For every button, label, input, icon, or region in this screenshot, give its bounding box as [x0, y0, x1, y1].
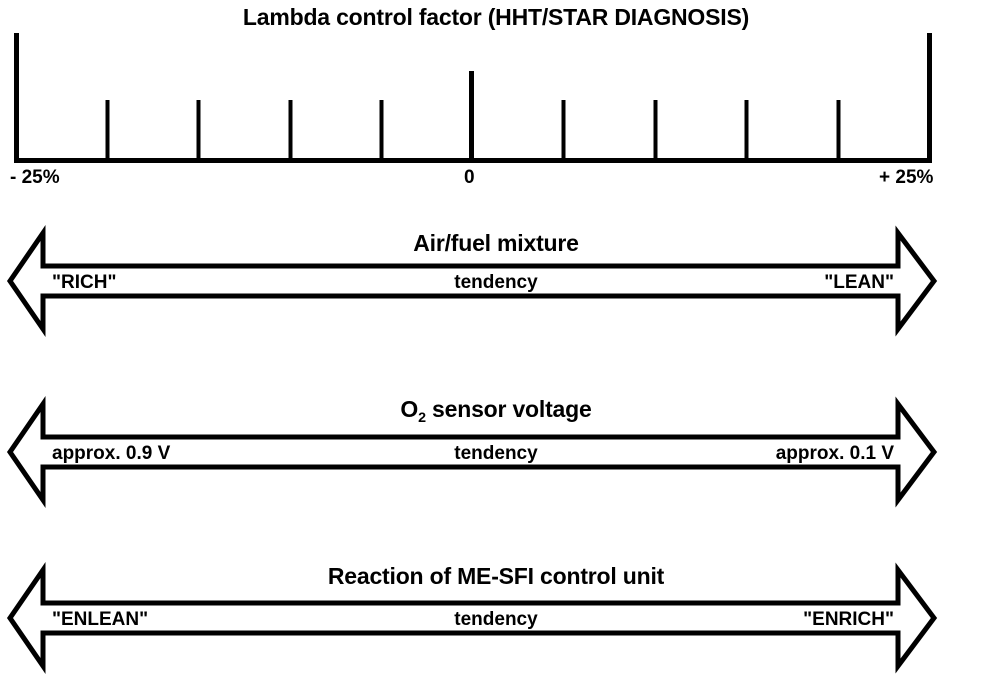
arrow-air-fuel-mixture [6, 224, 938, 338]
band-left-label-enlean: "ENLEAN" [52, 609, 149, 630]
band-center-label-tendency-2: tendency [454, 443, 538, 464]
page-title: Lambda control factor (HHT/STAR DIAGNOSI… [242, 4, 750, 30]
band-title-me-sfi-reaction: Reaction of ME-SFI control unit [327, 563, 665, 589]
axis-label-center: 0 [464, 167, 475, 188]
axis-label-min: - 25% [10, 167, 60, 188]
band-title-o2-sensor-voltage: O2 sensor voltage [0, 396, 992, 426]
band-title-o2-prefix: O [400, 396, 419, 422]
axis-label-max: + 25% [879, 167, 934, 188]
lambda-scale [14, 33, 932, 163]
arrow-o2-sensor-voltage [6, 395, 938, 509]
band-right-label-lean: "LEAN" [824, 272, 894, 293]
band-right-label-voltage-low: approx. 0.1 V [775, 443, 894, 464]
band-title-o2-subscript: 2 [418, 410, 426, 426]
band-title-air-fuel-mixture: Air/fuel mixture [413, 230, 579, 256]
band-left-label-voltage-high: approx. 0.9 V [52, 443, 171, 464]
band-title-o2-suffix: sensor voltage [425, 396, 592, 422]
band-left-label-rich: "RICH" [52, 272, 117, 293]
band-center-label-tendency-1: tendency [454, 272, 538, 293]
arrow-me-sfi-reaction [6, 561, 938, 675]
band-right-label-enrich: "ENRICH" [803, 609, 894, 630]
band-center-label-tendency-3: tendency [454, 609, 538, 630]
